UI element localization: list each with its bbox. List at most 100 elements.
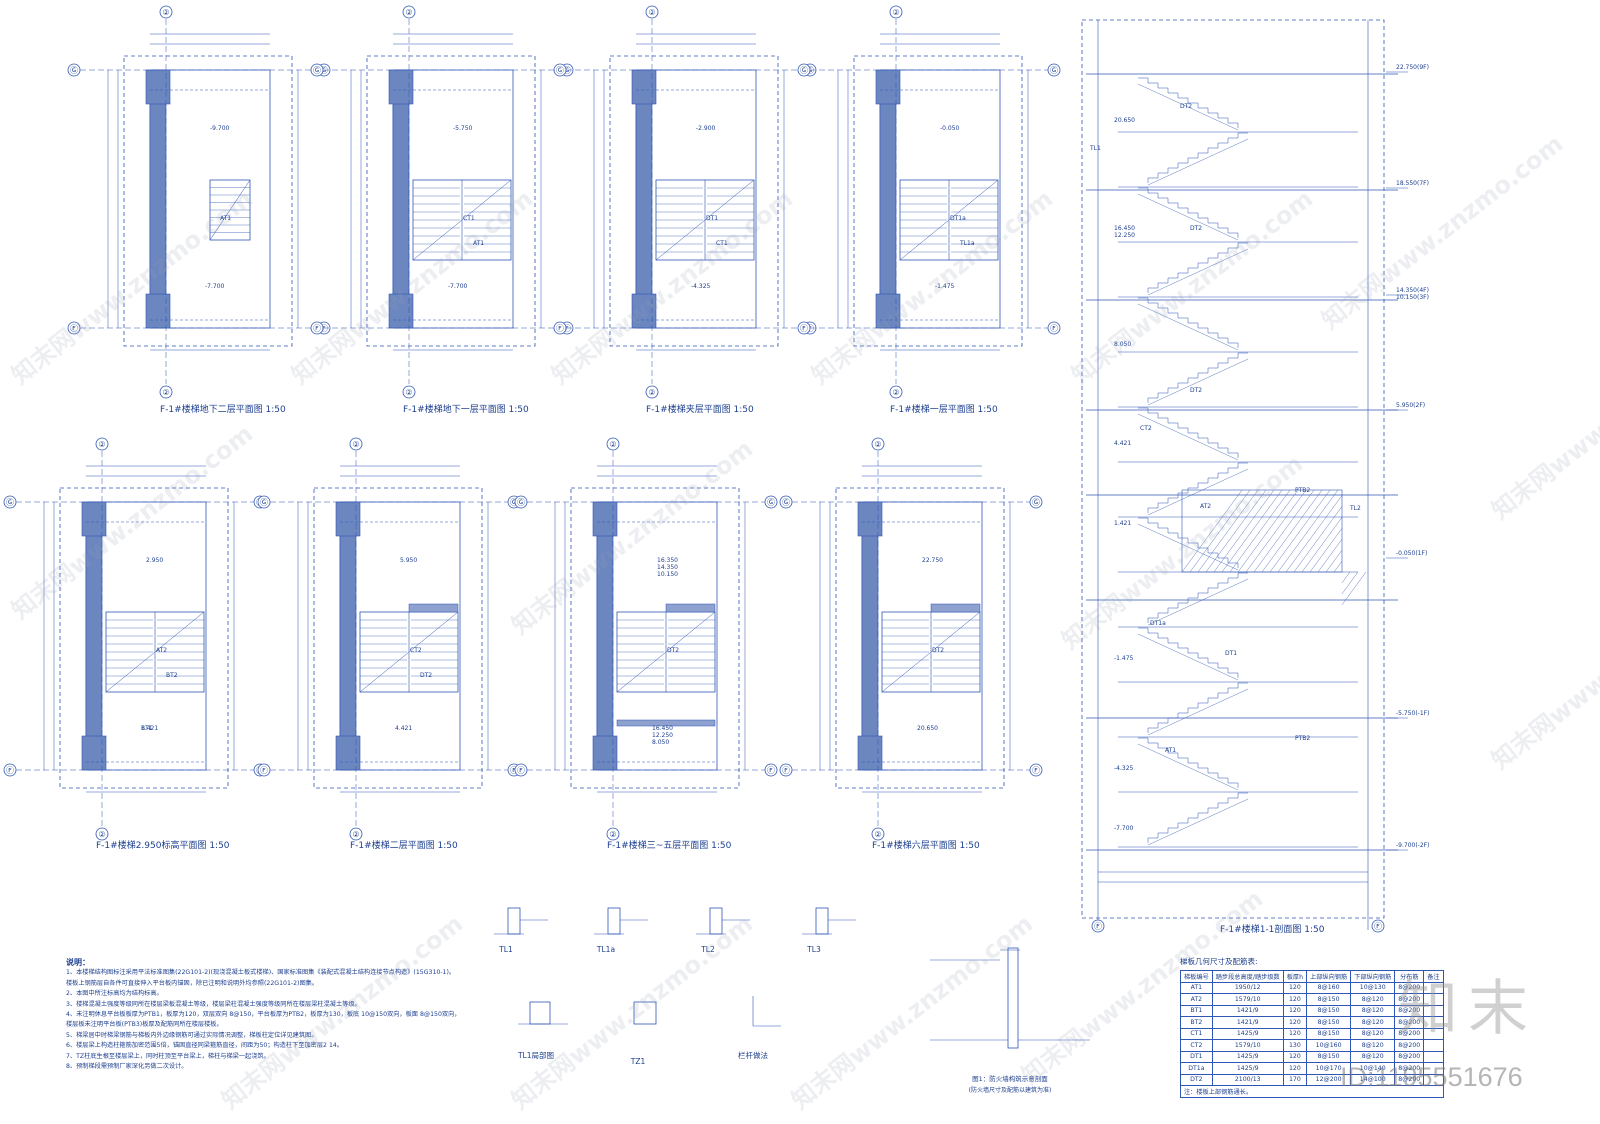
watermark-text: 知末网www.znzmo.com <box>786 910 1038 1115</box>
axis-label: Ⓕ <box>1374 922 1382 931</box>
plan-8-level-text: 22.750 <box>922 557 943 564</box>
table-cell: 120 <box>1282 1050 1308 1063</box>
table-cell: 8@200 <box>1394 1050 1425 1063</box>
plan-6-level-text: DT2 <box>420 672 432 679</box>
section-tag: PTB2 <box>1295 735 1310 742</box>
fire-wall <box>1007 947 1019 1049</box>
table-cell: 8@160 <box>1306 981 1352 994</box>
table-header-cell: 梯板编号 <box>1180 970 1213 983</box>
hatch-line <box>1333 560 1343 573</box>
section-tag: DT2 <box>1190 387 1202 394</box>
plan-8-level-text: DT2 <box>932 647 944 654</box>
section-tag: TL1 <box>1089 145 1101 152</box>
plan-7-boundary <box>570 487 740 789</box>
plan-2-level-text: -5.750 <box>453 125 473 132</box>
plan-7-bubble-top <box>606 437 620 451</box>
plan-7-column-top <box>592 501 618 537</box>
section-level: -7.700 <box>1114 825 1134 832</box>
axis-label: Ⓖ <box>313 66 321 75</box>
plan-6-bubble-f-left <box>257 763 271 777</box>
axis-label: ② <box>352 830 359 839</box>
axis-label: Ⓖ <box>556 66 564 75</box>
section-elevation: -0.050(1F) <box>1396 550 1427 557</box>
stair-soffit <box>1137 743 1239 791</box>
section-tag: DT2 <box>1190 225 1202 232</box>
plan-4-bubble-top <box>889 5 903 19</box>
table-cell: 1421/9 <box>1211 1016 1284 1029</box>
section-elevation: 18.550(7F) <box>1396 180 1429 187</box>
section-tag: DT1a <box>1150 620 1166 627</box>
hatch-line <box>1221 489 1283 573</box>
hatch-line <box>1285 495 1343 573</box>
plan-2-level-text: -7.700 <box>448 283 468 290</box>
detail-label: TZ1 <box>630 1057 646 1066</box>
axis-label: Ⓖ <box>782 498 790 507</box>
stair-soffit <box>1147 798 1249 846</box>
plan-5-level-text: AT2 <box>156 647 167 654</box>
table-cell: 120 <box>1282 993 1308 1006</box>
note-line: 7、TZ柱底生根至楼层梁上，同时柱顶至平台梁上，梯柱与梯梁一起浇筑。 <box>66 1052 270 1060</box>
table-cell: 120 <box>1282 1004 1308 1017</box>
watermark-brand: 知末 <box>1398 974 1538 1044</box>
plan-7-bubble-f-left <box>514 763 528 777</box>
plan-5-level-text: BT1 <box>141 725 153 732</box>
watermark-text: 知末网www.znzmo.com <box>1486 570 1600 775</box>
table-cell: 8@150 <box>1306 1016 1352 1029</box>
axis-label: Ⓕ <box>320 324 328 333</box>
table-cell: 120 <box>1282 1062 1308 1075</box>
hatch-line <box>1309 528 1343 573</box>
hatch-line <box>1341 571 1359 594</box>
plan-4-break-line <box>899 179 999 261</box>
plan-8-bubble-g-right <box>1029 495 1043 509</box>
table-cell: 8@200 <box>1394 1004 1425 1017</box>
stair-soffit <box>1147 138 1249 186</box>
hatch-line <box>1205 489 1267 573</box>
section-bubble-left <box>1091 919 1105 933</box>
section-boundary <box>1081 19 1385 919</box>
watermark-text: 知末网www.znzmo.com <box>1486 320 1600 525</box>
watermark-text: 知末网www.znzmo.com <box>506 910 758 1115</box>
section-elevation: 22.750(9F) <box>1396 64 1429 71</box>
table-footnote: 注：楼板上部钢筋通长。 <box>1180 1085 1444 1098</box>
plan-3-column-top <box>631 69 657 105</box>
plan-8-bubble-f-right <box>1029 763 1043 777</box>
section-tag: DT2 <box>1180 103 1192 110</box>
table-cell: 1421/9 <box>1211 1004 1284 1017</box>
axis-label: ② <box>162 388 169 397</box>
plan-7-column-bottom <box>592 735 618 771</box>
plan-7-break-line <box>616 611 716 693</box>
plan-5-level-text: BT2 <box>166 672 178 679</box>
plan-8-break-line <box>881 611 981 693</box>
notes-heading: 说明： <box>66 958 90 967</box>
hatch-line <box>1277 489 1339 573</box>
plan-2-level-text: CT1 <box>463 215 475 222</box>
plan-4-bubble-f-right <box>1047 321 1061 335</box>
plan-7-bubble-g-right <box>764 495 778 509</box>
note-line: 3、楼梯混凝土强度等级同所在楼层梁板混凝土等级，楼层梁柱混凝土强度等级同所在楼层… <box>66 1000 361 1008</box>
hatch-line <box>1181 489 1243 573</box>
section-elevation: 14.350(4F)10.150(3F) <box>1396 287 1429 301</box>
axis-label: Ⓕ <box>800 324 808 333</box>
plan-7-bubble-g-left <box>514 495 528 509</box>
section-tag: DT1 <box>1225 650 1237 657</box>
section-level: 20.650 <box>1114 117 1135 124</box>
plan-1-break <box>209 179 251 241</box>
table-cell: 8@150 <box>1306 993 1352 1006</box>
detail-beam <box>529 1001 551 1025</box>
table-footnote-row: 注：楼板上部钢筋通长。 <box>1180 1085 1444 1098</box>
plan-5-level-text: 1.421 <box>141 725 158 732</box>
detail-label: TL1a <box>596 945 615 954</box>
axis-label: ② <box>648 388 655 397</box>
hatch-line <box>1229 489 1291 573</box>
detail-label: TL2 <box>700 945 715 954</box>
plan-2-title: F-1#楼梯地下一层平面图 1:50 <box>403 403 529 415</box>
plan-2-boundary <box>366 55 536 347</box>
table-cell: 8@120 <box>1350 1016 1396 1029</box>
axis-label: Ⓕ <box>1050 324 1058 333</box>
table-cell: BT2 <box>1180 1016 1213 1029</box>
